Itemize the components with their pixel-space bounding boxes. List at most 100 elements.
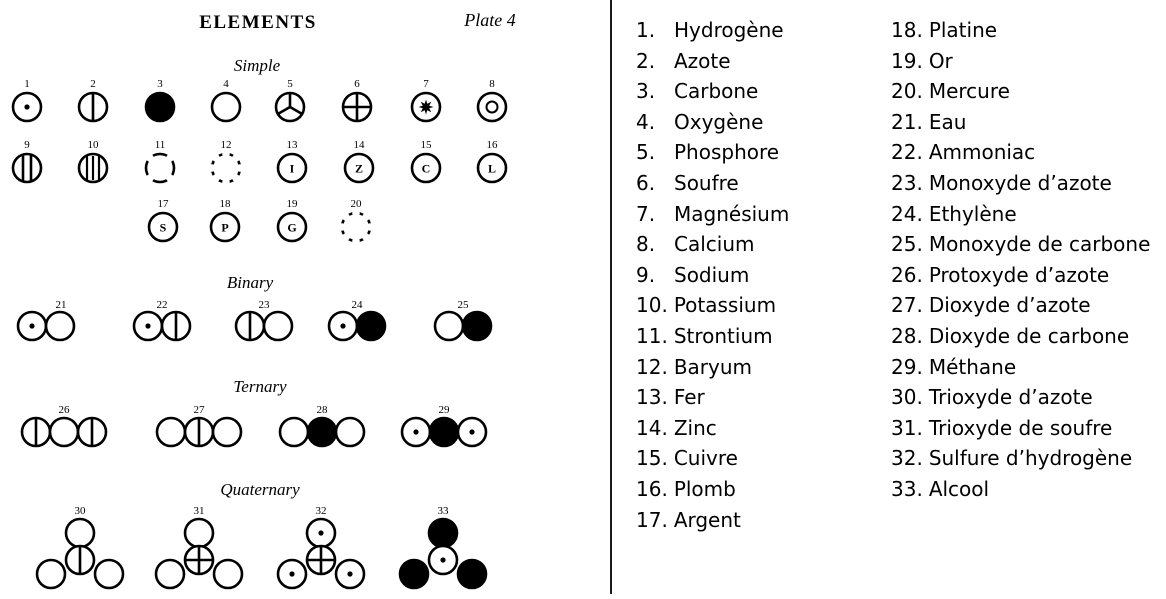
legend-entry: 12.Baryum	[636, 352, 886, 383]
legend-entry-number: 15.	[636, 446, 668, 471]
legend-entry-number: 10.	[636, 293, 668, 318]
legend-entry-number: 23.	[891, 170, 923, 195]
element-symbol-8	[476, 91, 508, 123]
symbol-number: 1	[24, 78, 30, 90]
legend-entry-number: 29.	[891, 354, 923, 379]
legend-entry-name: Strontium	[673, 323, 773, 348]
legend-entry: 29.Méthane	[891, 352, 1166, 383]
legend-entry-name: Mercure	[928, 79, 1010, 104]
legend-entry: 11.Strontium	[636, 321, 886, 352]
element-symbol-4	[210, 91, 242, 123]
legend-entry-name: Or	[928, 48, 953, 73]
element-symbol-20	[338, 209, 374, 245]
legend-entry-number: 33.	[891, 476, 923, 501]
atom-circle	[276, 558, 308, 590]
element-letter: L	[488, 162, 496, 176]
atom-circle	[334, 416, 366, 448]
legend-entry: 10.Potassium	[636, 290, 886, 321]
legend-entry-number: 6.	[636, 170, 656, 195]
symbol-number: 20	[351, 198, 363, 210]
legend-entry-name: Plomb	[673, 476, 736, 501]
symbol-number: 21	[56, 299, 67, 311]
atom-circle	[398, 558, 430, 590]
legend-entry-number: 13.	[636, 385, 668, 410]
section-ternary-heading: Ternary	[233, 377, 287, 396]
symbol-number: 22	[157, 299, 168, 311]
symbol-number: 12	[221, 139, 232, 151]
symbol-number: 16	[487, 139, 499, 151]
compound-symbol-23	[234, 310, 294, 342]
atom-circle	[35, 558, 67, 590]
symbol-number: 29	[439, 404, 451, 416]
atom-circle	[93, 558, 125, 590]
atom-circle	[278, 416, 310, 448]
atom-circle	[64, 544, 96, 576]
legend-entry-name: Sodium	[674, 262, 750, 287]
legend-entry-name: Zinc	[673, 415, 717, 440]
symbol-number: 28	[317, 404, 329, 416]
element-symbol-17: S	[147, 211, 179, 243]
legend-entry: 9.Sodium	[636, 260, 886, 291]
atom-circle	[234, 310, 266, 342]
element-symbol-14: Z	[343, 152, 375, 184]
legend-entry-number: 26.	[891, 262, 923, 287]
atom-circle	[400, 416, 432, 448]
legend-entry-name: Oxygène	[674, 109, 764, 134]
legend-entry: 28.Dioxyde de carbone	[891, 321, 1166, 352]
symbol-number: 13	[287, 139, 299, 151]
legend-entry: 20.Mercure	[891, 76, 1166, 107]
compound-symbol-21	[16, 310, 76, 342]
symbol-number: 6	[354, 78, 360, 90]
atom-circle	[160, 310, 192, 342]
legend-entry: 25.Monoxyde de carbone	[891, 229, 1166, 260]
atom-circle	[16, 310, 48, 342]
symbol-number: 25	[458, 299, 470, 311]
symbol-number: 26	[59, 404, 71, 416]
compound-symbol-33	[398, 517, 488, 590]
atom-circle	[183, 544, 215, 576]
atom-circle	[155, 416, 187, 448]
atom-circle	[427, 517, 459, 549]
legend-entry: 16.Plomb	[636, 474, 886, 505]
symbol-number: 3	[157, 78, 163, 90]
legend-entry-name: Cuivre	[673, 446, 738, 471]
legend-entry: 18.Platine	[891, 15, 1166, 46]
legend-entry: 30.Trioxyde d’azote	[891, 382, 1166, 413]
legend-entry: 19.Or	[891, 46, 1166, 77]
legend-entry-number: 30.	[891, 385, 923, 410]
legend-entry: 3.Carbone	[636, 76, 886, 107]
legend-entry-number: 19.	[891, 48, 923, 73]
symbol-number: 4	[223, 78, 229, 90]
atom-circle	[211, 416, 243, 448]
symbol-number: 18	[220, 198, 232, 210]
symbol-number: 30	[75, 505, 87, 517]
atom-circle	[427, 544, 459, 576]
legend-entry-name: Platine	[928, 18, 998, 42]
legend-entry: 32.Sulfure d’hydrogène	[891, 443, 1166, 474]
legend-entry-name: Méthane	[928, 354, 1017, 379]
legend-entry-name: Trioxyde d’azote	[928, 385, 1093, 410]
legend-entry: 26.Protoxyde d’azote	[891, 260, 1166, 291]
section-quaternary-heading: Quaternary	[220, 480, 300, 499]
symbol-number: 15	[421, 139, 433, 151]
legend-entry-number: 18.	[891, 18, 923, 42]
atom-circle	[44, 310, 76, 342]
symbol-number: 10	[88, 139, 100, 151]
legend-entry: 1.Hydrogène	[636, 15, 886, 46]
atom-circle	[20, 416, 52, 448]
legend-entry-name: Monoxyde d’azote	[928, 170, 1112, 195]
atom-circle	[262, 310, 294, 342]
legend-entry-name: Ammoniac	[928, 140, 1036, 165]
symbol-number: 33	[438, 505, 450, 517]
atom-circle	[48, 416, 80, 448]
legend-entry: 8.Calcium	[636, 229, 886, 260]
symbol-number: 17	[158, 198, 170, 210]
element-symbol-3	[144, 91, 176, 123]
legend-entry: 17.Argent	[636, 505, 886, 536]
legend-entry-name: Soufre	[674, 170, 739, 195]
compound-symbol-28	[278, 416, 366, 448]
legend-entry-number: 11.	[636, 323, 668, 348]
element-letter: C	[422, 162, 431, 176]
legend-entry-name: Dioxyde d’azote	[928, 293, 1091, 318]
